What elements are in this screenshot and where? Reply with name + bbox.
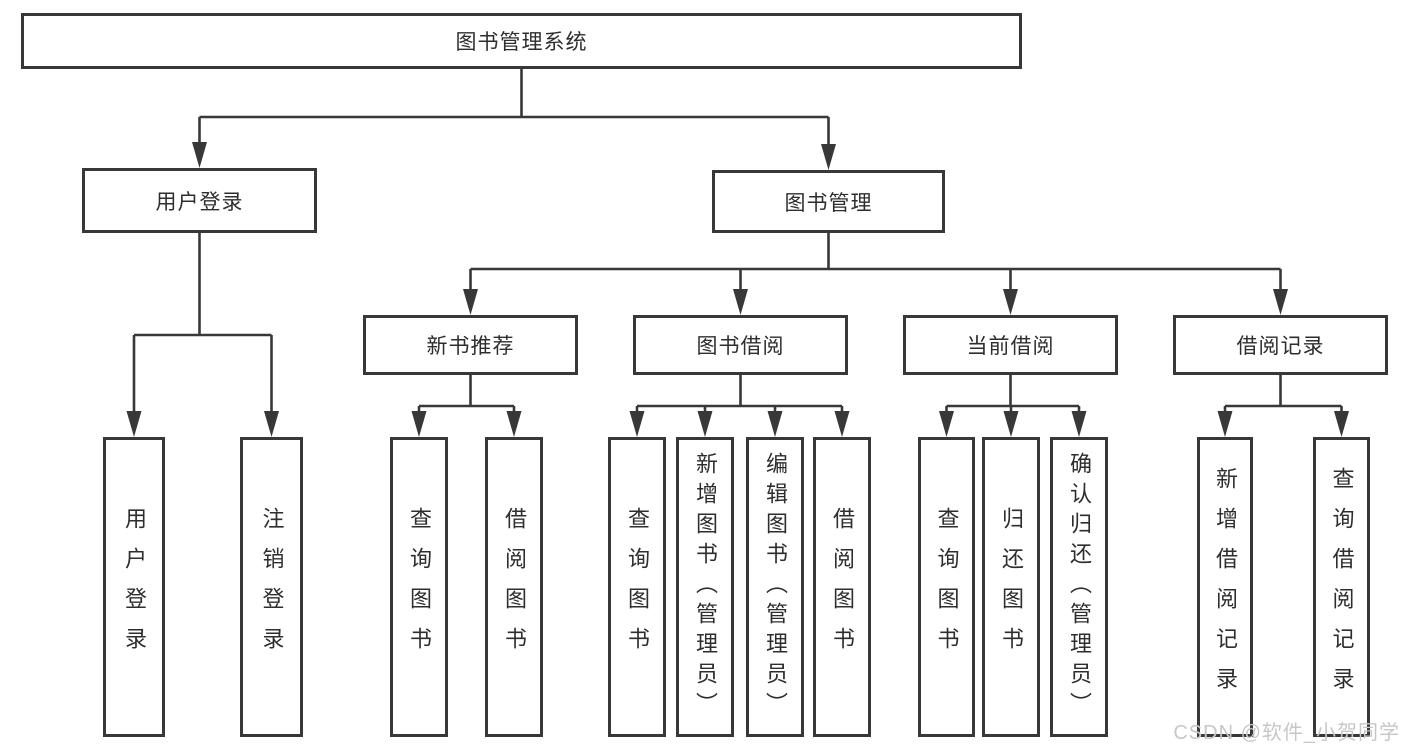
- leaf-add-borrow-record-box: 新增借阅记录: [1197, 437, 1253, 737]
- leaf-confirm-return-box: 确认归还（管理员）: [1050, 437, 1108, 737]
- leaf-borrow-book-a-box: 借阅图书: [485, 437, 543, 737]
- arrowhead-icon: [834, 411, 850, 437]
- book-management-label: 图书管理: [784, 191, 873, 215]
- arrowhead-icon: [767, 411, 783, 437]
- arrowhead-icon: [192, 142, 207, 168]
- leaf-return-book-label: 归还图书: [999, 507, 1024, 667]
- leaf-query-borrow-record-box: 查询借阅记录: [1313, 437, 1370, 737]
- arrowhead-icon: [1334, 411, 1349, 437]
- leaf-query-book-c-box: 查询图书: [918, 437, 975, 737]
- arrowhead-icon: [411, 411, 427, 437]
- leaf-user-login-label: 用户登录: [122, 507, 147, 667]
- new-book-recommend-box: 新书推荐: [363, 315, 578, 375]
- watermark: CSDN @软件_小贺同学: [1173, 722, 1400, 744]
- leaf-borrow-book-b-label: 借阅图书: [830, 507, 855, 667]
- arrowhead-icon: [939, 411, 954, 437]
- leaf-query-book-a-label: 查询图书: [407, 507, 432, 667]
- leaf-query-book-b-label: 查询图书: [625, 507, 650, 667]
- root-label: 图书管理系统: [455, 31, 588, 54]
- arrowhead-icon: [1003, 289, 1018, 315]
- new-book-recommend-label: 新书推荐: [426, 335, 515, 358]
- arrowhead-icon: [463, 289, 478, 315]
- root-box: 图书管理系统: [21, 13, 1022, 69]
- arrowhead-icon: [506, 411, 522, 437]
- current-borrowing-box: 当前借阅: [903, 315, 1118, 375]
- borrowing-records-box: 借阅记录: [1173, 315, 1388, 375]
- user-login-box: 用户登录: [82, 168, 317, 233]
- leaf-borrow-book-b-box: 借阅图书: [813, 437, 871, 737]
- leaf-query-book-c-label: 查询图书: [934, 507, 960, 667]
- leaf-confirm-return-label: 确认归还（管理员）: [1067, 452, 1092, 722]
- leaf-user-login-box: 用户登录: [103, 437, 165, 737]
- arrowhead-icon: [264, 411, 279, 437]
- arrowhead-icon: [733, 289, 748, 315]
- leaf-logout-label: 注销登录: [259, 507, 285, 667]
- leaf-edit-book-admin-label: 编辑图书（管理员）: [763, 452, 788, 722]
- leaf-add-book-admin-label: 新增图书（管理员）: [693, 452, 718, 722]
- arrowhead-icon: [821, 144, 836, 170]
- arrowhead-icon: [1071, 411, 1087, 437]
- book-borrowing-label: 图书借阅: [696, 335, 785, 358]
- user-login-label: 用户登录: [155, 190, 244, 214]
- current-borrowing-label: 当前借阅: [966, 335, 1055, 358]
- arrowhead-icon: [697, 411, 713, 437]
- leaf-return-book-box: 归还图书: [982, 437, 1040, 737]
- arrowhead-icon: [1273, 289, 1288, 315]
- borrowing-records-label: 借阅记录: [1236, 335, 1325, 358]
- book-borrowing-box: 图书借阅: [633, 315, 848, 375]
- leaf-logout-box: 注销登录: [240, 437, 303, 737]
- leaf-add-borrow-record-label: 新增借阅记录: [1213, 467, 1238, 707]
- arrowhead-icon: [1217, 411, 1233, 437]
- leaf-add-book-admin-box: 新增图书（管理员）: [676, 437, 734, 737]
- leaf-query-book-b-box: 查询图书: [608, 437, 666, 737]
- arrowhead-icon: [126, 411, 142, 437]
- leaf-query-book-a-box: 查询图书: [390, 437, 448, 737]
- leaf-query-borrow-record-label: 查询借阅记录: [1329, 467, 1355, 707]
- arrowhead-icon: [1003, 411, 1019, 437]
- arrowhead-icon: [629, 411, 645, 437]
- leaf-borrow-book-a-label: 借阅图书: [502, 507, 527, 667]
- leaf-edit-book-admin-box: 编辑图书（管理员）: [746, 437, 804, 737]
- book-management-box: 图书管理: [712, 170, 945, 233]
